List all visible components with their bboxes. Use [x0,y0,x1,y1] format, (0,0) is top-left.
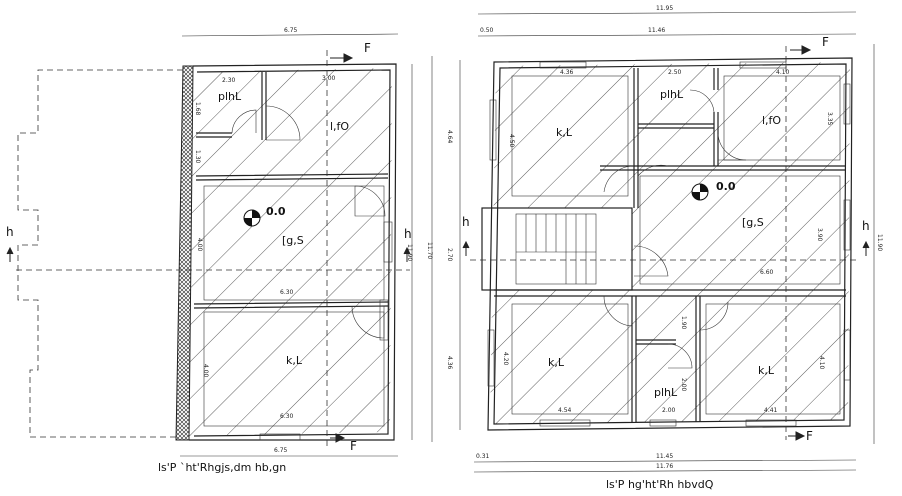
left-dim-top: 6.75 [284,27,298,34]
left-room-label-3: [g,S [282,234,304,247]
right-room-label-2: plhL [660,88,684,101]
right-door-2 [637,164,669,177]
right-dim-4-54: 4.54 [558,407,572,414]
left-dim-6-30a: 6.30 [280,289,294,296]
left-door-swing-4 [351,305,385,339]
right-dim-left-mid: 2.70 [446,248,453,262]
right-dim-top-outer: 11.95 [656,5,673,12]
right-door-3 [689,89,715,113]
left-room-label-4: k,L [286,354,303,367]
left-section-mark-bottom: F [350,439,357,453]
right-window-5 [843,329,851,381]
left-dim-1-68: 1.68 [194,102,201,116]
right-dim-3-35: 3.35 [826,112,833,126]
left-door-swing-1 [265,105,301,141]
right-dim-right-outer: 11.90 [876,234,883,251]
right-window-7 [487,329,495,387]
left-window-3 [259,433,301,441]
left-plan-caption: ls'P `ht'Rhgjs,dm hb,gn [158,461,286,474]
right-room-label-6: plhL [654,386,678,399]
left-dim-4-00a: 4.00 [196,238,203,252]
left-window-1 [383,221,393,263]
right-floor-hatch [490,62,850,424]
right-bed3-dim-box [705,303,841,415]
right-dim-2-50: 2.50 [668,69,682,76]
right-dim-bottom-outer: 11.76 [656,463,673,470]
left-section-mark-right: h [404,227,412,241]
right-door-7 [699,301,729,331]
left-plot-boundary [17,69,183,438]
right-dim-4-10b: 4.10 [818,356,825,370]
right-dim-4-50: 4.50 [508,134,515,148]
right-dim-bottom-left: 0.31 [476,453,490,460]
right-plan-caption: ls'P hg'ht'Rh hbvdQ [606,478,714,491]
right-dim-1-90: 1.90 [680,316,687,330]
right-window-2 [739,61,787,69]
right-section-mark-left: h [462,215,470,229]
right-dim-top-left: 0.50 [480,27,494,34]
right-floor-plan: h h F F 0.0 k,L plhL l,fO [g,S k,L plhL … [446,5,883,491]
left-floor-plan: h h F F 0.0 plhL l,fO [g,S k,L 2.30 1.68… [6,27,433,474]
right-dim-3-90: 3.90 [816,228,823,242]
right-dim-top-inner: 11.46 [648,27,665,34]
right-room-label-4: [g,S [742,216,764,229]
stair-treads [516,214,596,284]
stair-block [481,207,633,291]
right-section-mark-top: F [822,35,829,49]
right-door-4 [717,133,747,161]
right-window-10 [649,419,677,427]
left-dim-right-outer: 11.70 [426,242,433,259]
left-door-swing-2 [231,109,257,134]
right-bath-dim-box [723,75,841,161]
right-bed1-dim-box [511,75,629,197]
right-dim-left-lower: 4.36 [446,356,453,370]
right-door-8 [667,343,693,369]
right-window-9 [745,419,797,427]
left-dim-3-00: 3.00 [322,75,336,82]
right-door-1 [603,165,635,193]
right-dim-4-36: 4.36 [560,69,574,76]
left-dim-2-30: 2.30 [222,77,236,84]
left-window-2 [379,299,389,341]
left-dim-6-30b: 6.30 [280,413,294,420]
left-door-swing-3 [354,185,386,217]
right-dim-left-upper: 4.64 [446,130,453,144]
right-section-mark-bottom: F [806,429,813,443]
right-level-value: 0.0 [716,180,736,193]
right-dim-6-60: 6.60 [760,269,774,276]
right-section-mark-right: h [862,219,870,233]
right-dim-bottom-inner: 11.45 [656,453,673,460]
right-door-5 [633,245,669,277]
right-living-dim-box [639,175,841,285]
left-room-label-1: plhL [218,90,242,103]
right-window-4 [843,199,851,251]
left-level-value: 0.0 [266,205,286,218]
right-dim-2-00b: 2.00 [680,378,687,392]
right-room-label-1: k,L [556,126,573,139]
left-room-label-2: l,fO [330,120,349,133]
right-dim-4-10a: 4.10 [776,69,790,76]
right-window-8 [539,419,591,427]
right-room-label-7: k,L [758,364,775,377]
left-dim-right-inner: 11.90 [406,244,413,261]
left-dim-1-30: 1.30 [194,150,201,164]
right-door-6 [603,295,633,327]
left-bedroom-dim-box [203,311,385,427]
right-room-label-3: l,fO [762,114,781,127]
left-floor-hatch [186,68,392,436]
right-room-label-5: k,L [548,356,565,369]
left-section-mark-left: h [6,225,14,239]
right-dim-4-41: 4.41 [764,407,778,414]
left-section-mark-top: F [364,41,371,55]
right-bed2-dim-box [511,303,629,415]
right-window-6 [489,99,497,161]
right-window-1 [539,61,587,69]
left-dim-bottom: 6.75 [274,447,288,454]
right-dim-4-20: 4.20 [502,352,509,366]
left-dim-4-00b: 4.00 [202,364,209,378]
right-dim-2-00a: 2.00 [662,407,676,414]
right-window-3 [843,83,851,125]
